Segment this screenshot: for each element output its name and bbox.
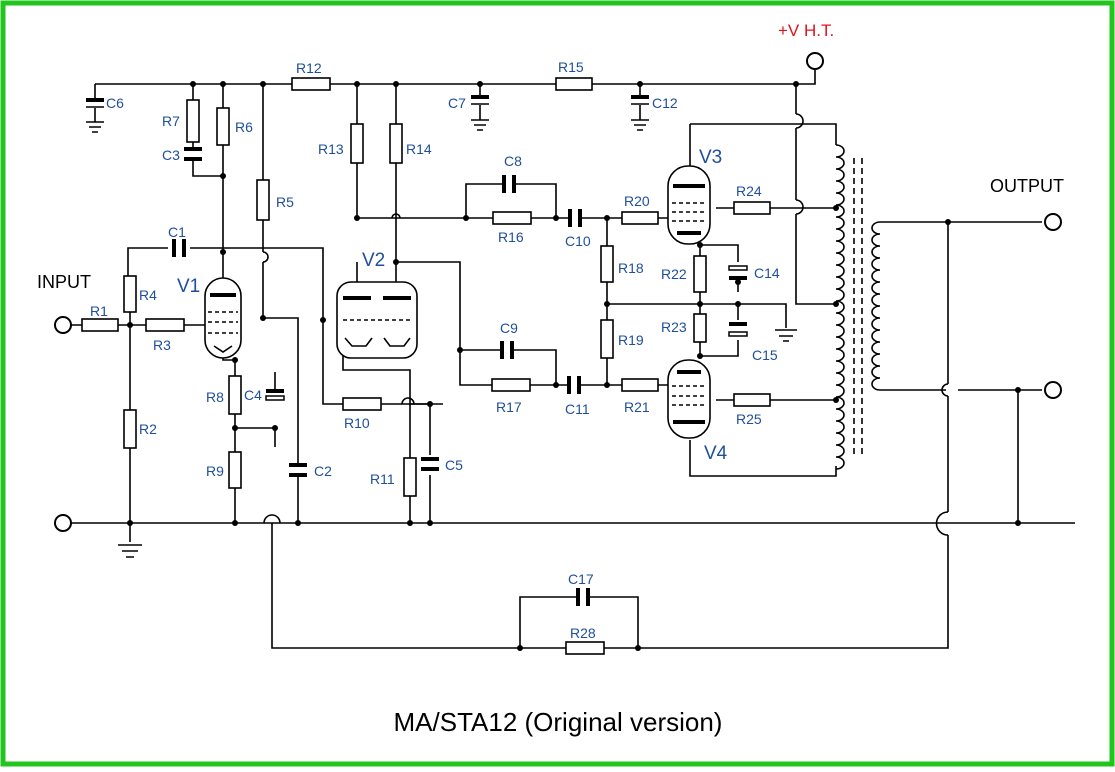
resistor-r24 — [733, 201, 771, 215]
label-r19: R19 — [618, 332, 644, 348]
label-c12: C12 — [652, 95, 678, 111]
tube-v2-label: V2 — [362, 250, 385, 271]
label-r9: R9 — [206, 463, 224, 479]
label-r5: R5 — [276, 194, 294, 210]
resistor-r2 — [123, 409, 137, 449]
resistor-r11 — [403, 457, 417, 497]
input-label: INPUT — [37, 272, 91, 292]
label-c4: C4 — [244, 387, 262, 403]
resistor-r8 — [228, 375, 242, 415]
resistor-r21 — [621, 378, 659, 392]
label-c8: C8 — [504, 153, 522, 169]
junction-dots — [127, 81, 1021, 651]
terminals — [54, 52, 1062, 532]
resistor-r25 — [733, 393, 771, 407]
input-terminal — [54, 316, 72, 334]
label-c9: C9 — [500, 320, 518, 336]
label-r8: R8 — [206, 389, 224, 405]
label-r28: R28 — [570, 625, 596, 641]
label-r22: R22 — [661, 266, 687, 282]
resistor-r19 — [600, 319, 614, 359]
label-r14: R14 — [406, 141, 432, 157]
supply-label: +V H.T. — [778, 21, 834, 40]
resistor-r9 — [228, 451, 242, 489]
label-c14: C14 — [754, 265, 780, 281]
resistor-r23 — [693, 313, 707, 343]
vacuum-tubes — [195, 165, 711, 439]
resistor-r22 — [693, 255, 707, 293]
resistor-r14 — [389, 123, 403, 164]
label-r15: R15 — [558, 59, 584, 75]
label-r16: R16 — [498, 229, 524, 245]
capacitor-bodies — [86, 95, 797, 606]
resistor-bodies — [81, 77, 771, 655]
resistor-r1 — [81, 318, 119, 332]
diagram-title: MA/STA12 (Original version) — [394, 707, 723, 737]
label-r21: R21 — [624, 399, 650, 415]
label-r18: R18 — [618, 260, 644, 276]
wiring — [70, 70, 1075, 649]
resistor-r16 — [492, 211, 532, 225]
resistor-r7 — [186, 99, 200, 143]
resistor-r15 — [555, 77, 593, 91]
resistor-r20 — [621, 211, 659, 225]
resistor-r12 — [291, 77, 331, 91]
label-r17: R17 — [496, 399, 522, 415]
output-terminal-hot — [1044, 213, 1062, 231]
output-terminal-common — [1044, 381, 1062, 399]
label-r12: R12 — [296, 60, 322, 76]
label-c6: C6 — [106, 95, 124, 111]
tube-v4-label: V4 — [704, 443, 728, 464]
label-c3: C3 — [162, 147, 180, 163]
label-r10: R10 — [344, 415, 370, 431]
output-label: OUTPUT — [990, 176, 1064, 196]
label-r20: R20 — [624, 193, 650, 209]
resistor-r4 — [123, 275, 137, 313]
label-c2: C2 — [314, 463, 332, 479]
label-r25: R25 — [736, 411, 762, 427]
tube-v1-label: V1 — [177, 276, 200, 297]
output-transformer — [835, 144, 881, 470]
label-r4: R4 — [139, 287, 157, 303]
label-r2: R2 — [139, 421, 157, 437]
resistor-r3 — [145, 318, 185, 332]
label-c17: C17 — [568, 571, 594, 587]
label-c10: C10 — [565, 233, 591, 249]
resistor-r10 — [342, 397, 382, 411]
resistor-r18 — [600, 245, 614, 283]
ht-supply-terminal — [806, 52, 824, 70]
label-r1: R1 — [90, 303, 108, 319]
label-r13: R13 — [318, 141, 344, 157]
label-r3: R3 — [153, 337, 171, 353]
label-c7: C7 — [448, 95, 466, 111]
label-r11: R11 — [370, 471, 395, 487]
resistor-r28 — [565, 641, 605, 655]
label-c15: C15 — [752, 347, 778, 363]
label-r6: R6 — [235, 119, 253, 135]
label-r24: R24 — [736, 183, 762, 199]
label-c1: C1 — [168, 224, 186, 240]
label-c5: C5 — [445, 457, 463, 473]
resistor-r13 — [350, 123, 364, 164]
resistor-r5 — [256, 179, 270, 221]
tube-v3-label: V3 — [699, 147, 722, 168]
input-ground-terminal — [54, 514, 72, 532]
label-c11: C11 — [565, 401, 590, 417]
resistor-r6 — [216, 107, 230, 146]
resistor-r17 — [491, 378, 531, 392]
label-r7: R7 — [162, 113, 180, 129]
label-r23: R23 — [661, 319, 687, 335]
